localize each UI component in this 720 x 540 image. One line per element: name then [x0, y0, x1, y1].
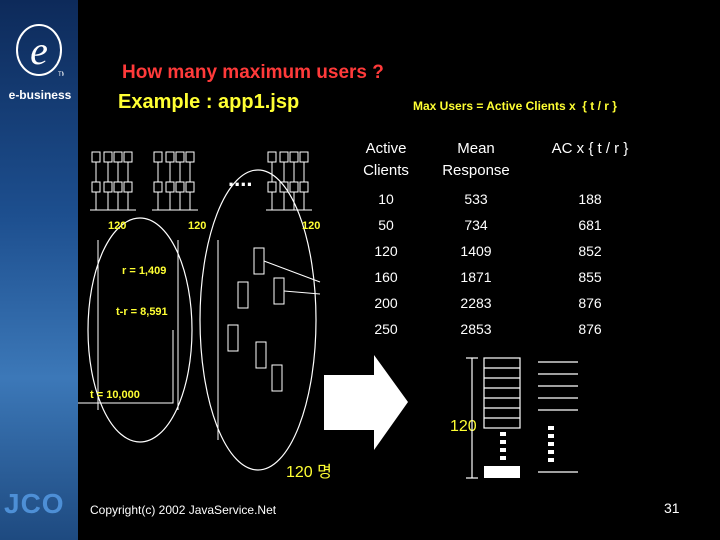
- e-logo-icon: e TM: [16, 24, 64, 78]
- table-header-row: Active Clients Mean Response AC x { t / …: [348, 138, 652, 186]
- r-label: r = 1,409: [122, 265, 167, 277]
- cell: 188: [578, 191, 602, 207]
- copyright: Copyright(c) 2002 JavaService.Net: [90, 503, 277, 517]
- client-groups: [90, 151, 312, 211]
- cell: 50: [378, 217, 394, 233]
- users-diagram: ....: [78, 151, 408, 471]
- table-row: 250 2853 876: [348, 316, 652, 342]
- cell: 734: [464, 217, 488, 233]
- cell: 681: [578, 217, 602, 233]
- ellipsis: ....: [228, 166, 252, 191]
- results-table: Active Clients Mean Response AC x { t / …: [348, 138, 652, 342]
- table-row: 160 1871 855: [348, 264, 652, 290]
- cell: 160: [374, 269, 398, 285]
- page-number: 31: [664, 500, 680, 516]
- cell: 1409: [460, 243, 492, 259]
- cell: 876: [578, 295, 602, 311]
- group-label: 120: [302, 220, 321, 232]
- t-label: t = 10,000: [90, 389, 140, 401]
- cell: 250: [374, 321, 398, 337]
- users-label: 120 명: [286, 464, 332, 481]
- group-label: 120: [188, 220, 207, 232]
- cell: 852: [578, 243, 602, 259]
- header-active-clients: Active Clients: [363, 140, 409, 179]
- formula-text: Max Users = Active Clients x { t / r }: [413, 99, 617, 113]
- tr-label: t-r = 8,591: [116, 306, 168, 318]
- client-group: [90, 151, 136, 211]
- queue-label: 120: [450, 418, 477, 435]
- cycle-ellipses: [87, 169, 317, 471]
- big-arrow: [324, 355, 408, 450]
- header-mean-response: Mean Response: [442, 140, 510, 179]
- table-row: 200 2283 876: [348, 290, 652, 316]
- header-ac-t-r: AC x { t / r }: [551, 140, 629, 157]
- cell: 2853: [460, 321, 492, 337]
- logo-letter: e: [30, 28, 48, 73]
- client-group: [152, 151, 198, 211]
- cell: 855: [578, 269, 602, 285]
- cell: 10: [378, 191, 394, 207]
- brand-logo: JCO: [4, 488, 65, 519]
- cell: 2283: [460, 295, 492, 311]
- table-row: 50 734 681: [348, 212, 652, 238]
- logo-tm: TM: [58, 72, 64, 78]
- logo-text: e-business: [8, 88, 72, 102]
- group-label: 120: [108, 220, 127, 232]
- sidebar: e TM e-business JCO: [0, 0, 78, 540]
- cell: 533: [464, 191, 488, 207]
- cell: 120: [374, 243, 398, 259]
- client-group: [266, 151, 312, 211]
- cell: 1871: [460, 269, 492, 285]
- slide-subtitle: Example : app1.jsp: [118, 91, 300, 113]
- queue-diagram: [466, 357, 578, 479]
- cell: 200: [374, 295, 398, 311]
- cell: 876: [578, 321, 602, 337]
- table-row: 10 533 188: [348, 186, 652, 212]
- slide-title: How many maximum users ?: [122, 62, 384, 83]
- table-row: 120 1409 852: [348, 238, 652, 264]
- timeline: [78, 240, 321, 440]
